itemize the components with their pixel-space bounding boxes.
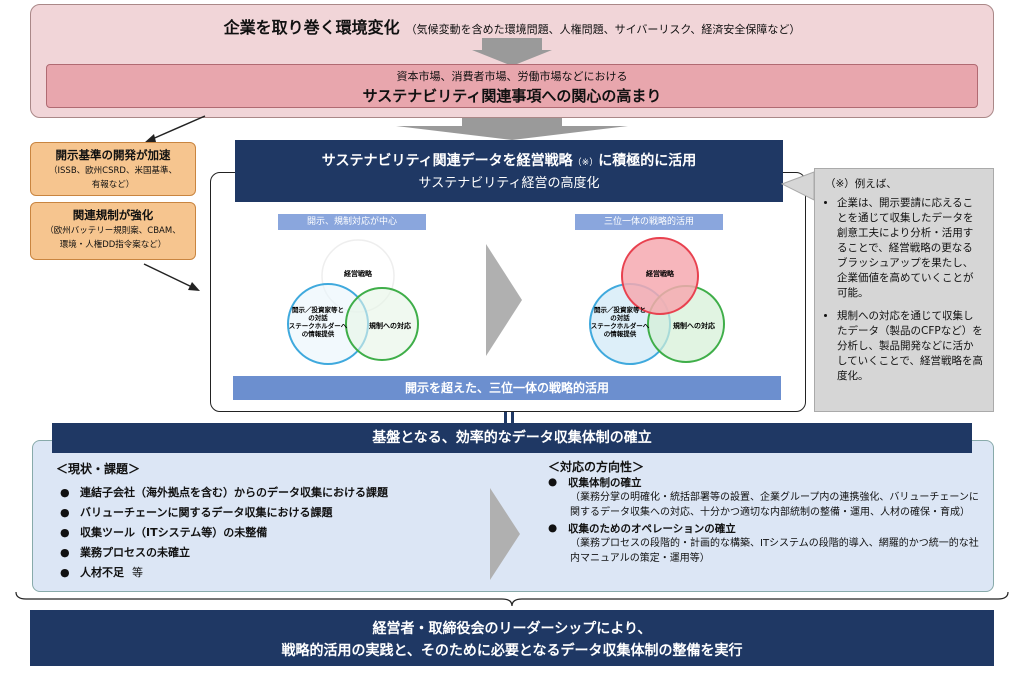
strategic-use-subheading: サステナビリティ経営の高度化: [418, 176, 600, 191]
direction-title-1: 収集体制の確立: [568, 476, 642, 489]
top-title-text: 企業を取り巻く環境変化: [223, 18, 400, 37]
leadership-banner: 経営者・取締役会のリーダーシップにより、 戦略的活用の実践と、そのために必要とな…: [30, 610, 994, 666]
venn-right-strategy-circle: [621, 237, 699, 315]
issue-text-4: 業務プロセスの未確立: [80, 546, 190, 559]
issue-text-3: 収集ツール（ITシステム等）の未整備: [80, 526, 268, 539]
direction-list: ●収集体制の確立 （業務分掌の明確化・統括部署等の設置、企業グループ内の連携強化…: [548, 474, 982, 566]
data-collection-banner: 基盤となる、効率的なデータ収集体制の確立: [52, 423, 972, 453]
base-chevron: [490, 488, 520, 580]
brace: [15, 591, 1009, 607]
venn-left-disclosure-line-3: ステークホルダーへ: [289, 321, 348, 330]
regulations-line-2: 環境・人権DD指令案など）: [59, 240, 167, 250]
issue-item-3: ●収集ツール（ITシステム等）の未整備: [60, 525, 268, 540]
venn-right-strategy-label: 経営戦略: [646, 269, 675, 278]
interest-sub: 資本市場、消費者市場、労働市場などにおける: [396, 70, 628, 83]
venn-right-regulation-label: 規制への対応: [673, 321, 715, 330]
venn-left-disclosure-line-2: の対話: [308, 313, 328, 322]
regulations-box: 関連規制が強化 （欧州バッテリー規則案、CBAM、 環境・人権DD指令案など）: [30, 202, 196, 260]
disclosure-standards-box: 開示基準の開発が加速 （ISSB、欧州CSRD、米国基準、 有報など）: [30, 142, 196, 196]
direction-detail-1: （業務分掌の明確化・統括部署等の設置、企業グループ内の連携強化、バリューチェーン…: [570, 492, 979, 518]
current-issues-list: ●連結子会社（海外拠点を含む）からのデータ収集における課題 ●バリューチェーンに…: [60, 482, 500, 582]
direction-detail-2: （業務プロセスの段階的・計画的な構築、ITシステムの段階的導入、網羅的かつ統一的…: [570, 538, 979, 564]
venn-left: 経営戦略 開示／投資家等と の対話 ステークホルダーへ の情報提供 規制への対応: [287, 239, 419, 365]
venn-right: 経営戦略 開示／投資家等と の対話 ステークホルダーへ の情報提供 規制への対応: [589, 237, 725, 365]
issue-item-1: ●連結子会社（海外拠点を含む）からのデータ収集における課題: [60, 485, 388, 500]
strategic-use-footer: 開示を超えた、三位一体の戦略的活用: [233, 376, 781, 400]
down-arrow-2: [462, 118, 562, 128]
regulations-line-1: （欧州バッテリー規則案、CBAM、: [45, 226, 181, 236]
top-subtitle-text: （気候変動を含めた環境問題、人権問題、サイバーリスク、経済安全保障など）: [405, 23, 801, 36]
connector-bar-2: [511, 412, 514, 424]
environment-change-title: 企業を取り巻く環境変化 （気候変動を含めた環境問題、人権問題、サイバーリスク、経済…: [30, 14, 994, 38]
left-venn-label: 開示、規制対応が中心: [278, 214, 426, 230]
note-connector: [780, 171, 815, 201]
example-note: （※）例えば、 企業は、開示要請に応えることを通じて収集したデータを創意工夫によ…: [814, 168, 994, 412]
right-venn-label: 三位一体の戦略的活用: [575, 214, 723, 230]
heading-note-mark: （※）: [572, 158, 599, 168]
heading-part-1: サステナビリティ関連データを経営戦略: [321, 153, 573, 169]
strategic-use-heading: サステナビリティ関連データを経営戦略（※）に積極的に活用: [235, 150, 783, 170]
current-issues-heading: ＜現状・課題＞: [56, 462, 141, 476]
direction-title-2: 収集のためのオペレーションの確立: [568, 522, 736, 535]
venn-left-regulation-label: 規制への対応: [369, 321, 411, 330]
venn-left-strategy-label: 経営戦略: [344, 269, 373, 278]
issue-item-4: ●業務プロセスの未確立: [60, 545, 190, 560]
venn-right-disclosure-line-4: の情報提供: [604, 329, 637, 338]
interest-title: サステナビリティ関連事項への関心の高まり: [362, 87, 662, 105]
connector-bar-1: [504, 412, 507, 424]
direction-item-1: ●収集体制の確立: [548, 476, 642, 489]
leadership-line-1: 経営者・取締役会のリーダーシップにより、: [372, 621, 652, 637]
right-chevron: [486, 244, 522, 356]
venn-right-disclosure-line-3: ステークホルダーへ: [591, 321, 650, 330]
issue-text-2: バリューチェーンに関するデータ収集における課題: [80, 506, 333, 519]
disclosure-standards-title: 開示基準の開発が加速: [55, 148, 171, 162]
disclosure-standards-line-2: 有報など）: [91, 180, 135, 190]
down-arrow-1: [482, 38, 542, 52]
down-arrow-2-head: [396, 126, 628, 140]
issue-text-1: 連結子会社（海外拠点を含む）からのデータ収集における課題: [80, 486, 388, 499]
issue-suffix: 等: [132, 566, 143, 579]
venn-left-disclosure-line-4: の情報提供: [302, 329, 335, 338]
diagonal-arrow-left-bottom: [143, 263, 200, 291]
venn-right-disclosure-line-1: 開示／投資家等と: [594, 305, 646, 314]
direction-heading: ＜対応の方向性＞: [548, 460, 645, 474]
note-item-1: 企業は、開示要請に応えることを通じて収集したデータを創意工夫により分析・活用する…: [837, 196, 983, 301]
venn-left-regulation-circle: [345, 287, 419, 361]
heading-part-2: に積極的に活用: [598, 153, 697, 169]
leadership-line-2: 戦略的活用の実践と、そのために必要となるデータ収集体制の整備を実行: [281, 643, 743, 659]
venn-right-disclosure-line-2: の対話: [610, 313, 630, 322]
issue-item-2: ●バリューチェーンに関するデータ収集における課題: [60, 505, 333, 520]
down-arrow-1-head: [472, 50, 552, 66]
direction-item-2: ●収集のためのオペレーションの確立: [548, 522, 736, 535]
disclosure-standards-line-1: （ISSB、欧州CSRD、米国基準、: [49, 166, 177, 176]
diagonal-arrow-left-top: [144, 115, 206, 143]
regulations-title: 関連規制が強化: [72, 208, 154, 222]
note-item-2: 規制への対応を通じて収集したデータ（製品のCFPなど）を分析し、製品開発などに活…: [837, 309, 983, 384]
venn-left-disclosure-line-1: 開示／投資家等と: [292, 305, 344, 314]
issue-item-5: ●人材不足等: [60, 565, 143, 580]
interest-banner: 資本市場、消費者市場、労働市場などにおける サステナビリティ関連事項への関心の高…: [46, 64, 978, 108]
strategic-use-header: サステナビリティ関連データを経営戦略（※）に積極的に活用 サステナビリティ経営の…: [235, 140, 783, 202]
note-title: （※）例えば、: [825, 178, 897, 190]
issue-text-5: 人材不足: [80, 566, 124, 579]
